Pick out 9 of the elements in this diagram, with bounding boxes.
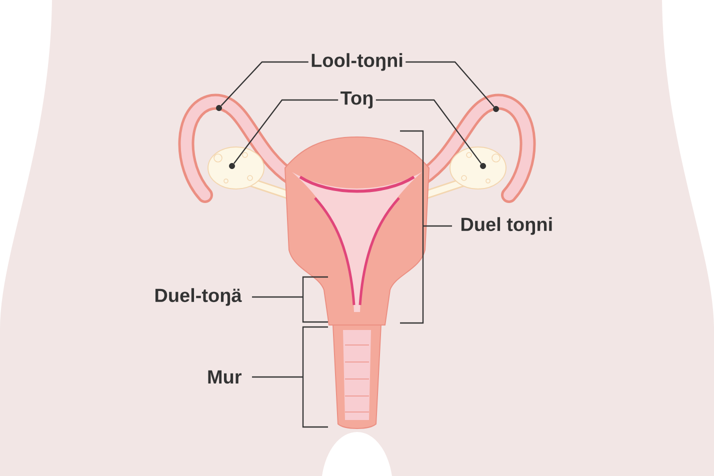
leader-line	[233, 99, 338, 164]
leader-line	[406, 61, 494, 107]
part-label: Duel-toŋä	[155, 288, 242, 306]
part-label: Lool-toŋni	[312, 53, 402, 71]
part-label: Duel toŋni	[461, 217, 552, 235]
part-label: Mur	[208, 370, 242, 384]
leader-line	[376, 99, 482, 164]
leader-line	[220, 61, 308, 106]
part-label: Toŋ	[340, 92, 373, 108]
